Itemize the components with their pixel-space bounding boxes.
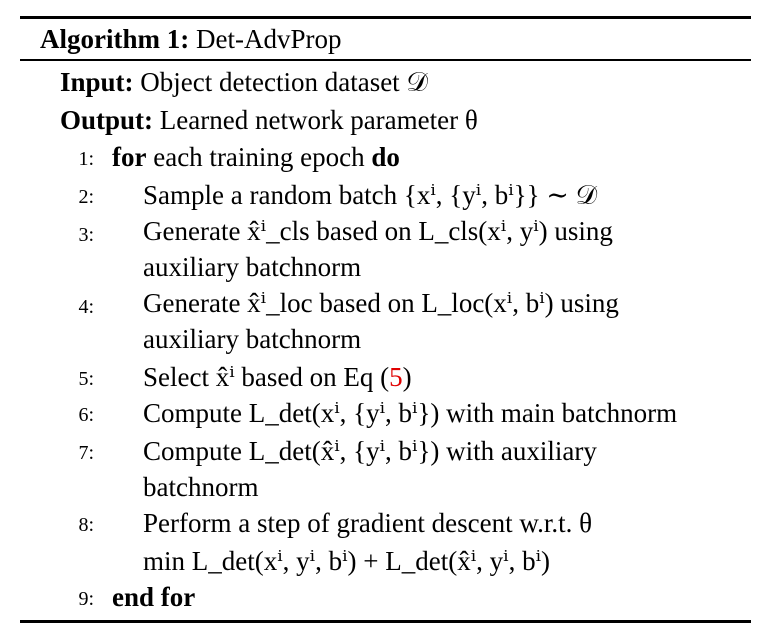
keyword-do: do xyxy=(371,142,400,172)
line-number: 3: xyxy=(78,224,94,246)
line-number: 1: xyxy=(78,148,94,170)
step-continuation: auxiliary batchnorm xyxy=(143,324,362,354)
keyword-end-for: end for xyxy=(112,582,196,612)
step-statement: Perform a step of gradient descent w.r.t… xyxy=(143,508,593,538)
top-rule xyxy=(20,16,751,19)
line-number: 5: xyxy=(78,368,94,390)
algorithm-label: Algorithm 1: xyxy=(40,24,190,54)
step-statement: for each training epoch do xyxy=(112,139,400,175)
title-rule xyxy=(20,59,751,61)
step-statement: Select x̂ⁱ based on Eq (5) xyxy=(143,359,412,395)
algorithm-name: Det-AdvProp xyxy=(195,24,342,54)
line-number: 8: xyxy=(78,514,94,536)
input-text: Object detection dataset 𝒟 xyxy=(140,67,428,97)
equation-reference-link[interactable]: 5 xyxy=(389,362,403,392)
step-text: each training epoch xyxy=(146,142,372,172)
keyword-for: for xyxy=(112,142,147,172)
step-continuation: batchnorm xyxy=(143,472,259,502)
line-number: 9: xyxy=(78,588,94,610)
output-line: Output: Learned network parameter θ xyxy=(60,102,478,138)
input-label: Input: xyxy=(60,67,134,97)
step-text: Select x̂ⁱ based on Eq ( xyxy=(143,362,390,392)
output-text: Learned network parameter θ xyxy=(159,105,478,135)
step-statement: Generate x̂ⁱ_cls based on L_cls(xⁱ, yⁱ) … xyxy=(143,216,613,246)
step-statement: Sample a random batch {xⁱ, {yⁱ, bⁱ}} ∼ 𝒟 xyxy=(143,180,598,210)
step-statement: Generate x̂ⁱ_loc based on L_loc(xⁱ, bⁱ) … xyxy=(143,288,619,318)
bottom-rule xyxy=(20,620,751,623)
step-statement: Compute L_det(xⁱ, {yⁱ, bⁱ}) with main ba… xyxy=(143,398,678,428)
line-number: 2: xyxy=(78,186,94,208)
line-number: 6: xyxy=(78,404,94,426)
step-text-end: ) xyxy=(402,362,412,392)
algorithm-title: Algorithm 1: Det-AdvProp xyxy=(40,21,341,57)
step-continuation: min L_det(xⁱ, yⁱ, bⁱ) + L_det(x̂ⁱ, yⁱ, b… xyxy=(143,546,550,576)
step-statement: Compute L_det(x̂ⁱ, {yⁱ, bⁱ}) with auxili… xyxy=(143,436,597,466)
step-continuation: auxiliary batchnorm xyxy=(143,252,362,282)
line-number: 7: xyxy=(78,442,94,464)
line-number: 4: xyxy=(78,296,94,318)
output-label: Output: xyxy=(60,105,154,135)
input-line: Input: Object detection dataset 𝒟 xyxy=(60,64,428,100)
